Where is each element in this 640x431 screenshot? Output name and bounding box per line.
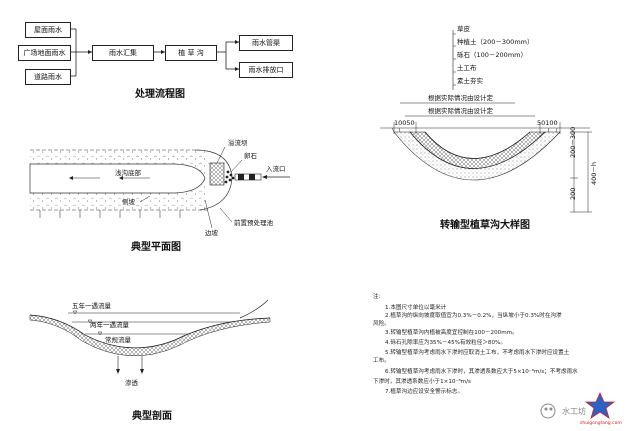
- flow-collect: 雨水汇集: [92, 45, 154, 61]
- flow-output-pipe: 雨水管渠: [239, 35, 293, 51]
- plan-label-riprap: 卵石: [244, 152, 257, 160]
- section-label-normal: 常规流量: [105, 336, 131, 344]
- detail-layer-planting-soil: 种植土（200－300mm）: [457, 38, 534, 46]
- plan-label-edge: 边坡: [205, 229, 218, 237]
- flow-swale: 植 草 沟: [165, 45, 217, 61]
- notes-line: 2.植草沟的纵向坡度取值宜为0.3%－0.2%，当纵坡小于0.3%时在沟渗: [385, 313, 562, 319]
- notes-line: 4.砾石孔隙率应为35%－45%有效粒径＞80%。: [385, 340, 506, 346]
- notes-line: 下渗时，其渗透系数应小于1×10⁻⁸m/s: [373, 379, 471, 385]
- detail-layer-compacted-soil: 素土夯实: [457, 77, 483, 85]
- detail-layer-geotextile: 土工布: [457, 64, 477, 72]
- detail-design-note-1: 根据实际情况由设计定: [428, 94, 493, 102]
- section-label-infiltration: 渗透: [125, 379, 138, 387]
- flow-source-road: 道路雨水: [25, 69, 71, 85]
- flow-source-plaza: 广场地面雨水: [18, 45, 71, 61]
- notes-line: 7.植草沟边应设安全警示标志。: [385, 389, 464, 395]
- detail-layer-grass: 草皮: [457, 25, 470, 33]
- flow-source-roof: 屋面雨水: [25, 22, 71, 38]
- notes-line: 1.本图尺寸单位以毫米计: [385, 305, 447, 311]
- flow-output-outlet: 雨水排放口: [239, 62, 293, 78]
- section-label-five-year: 五年一遇流量: [72, 302, 111, 310]
- watermark-url: shuigongfang.com: [580, 421, 622, 426]
- notes-line: 6.转输型植草沟考虑雨水下渗时，其渗透系数应大于5×10⁻⁶m/s；不考虑雨水: [385, 369, 578, 375]
- notes-heading: 注:: [373, 294, 381, 300]
- section-title: 典型剖面: [132, 411, 172, 422]
- watermark-text: 水工坊: [562, 407, 586, 416]
- detail-dim-right: 50100: [537, 119, 558, 127]
- plan-label-inflow: 入流口: [266, 165, 286, 173]
- notes-line: 3.转输型植草沟内植被高度宜控制在100－200mm。: [385, 330, 518, 336]
- plan-label-overflow-dam: 溢流坝: [228, 139, 248, 147]
- notes-line: 风险。: [373, 321, 390, 327]
- detail-dim-left: 10050: [394, 119, 415, 127]
- plan-label-pretreatment: 前置预处理池: [234, 219, 273, 227]
- detail-title: 转输型植草沟大样图: [440, 220, 530, 231]
- flow-title: 处理流程图: [135, 89, 185, 100]
- detail-design-note-2: 根据实际情况由设计定: [428, 107, 493, 115]
- plan-label-channel-bottom: 浅沟底部: [115, 169, 141, 177]
- notes-line: 工布。: [373, 358, 390, 364]
- plan-title: 典型平面图: [131, 242, 181, 253]
- notes-line: 5.转输型植草沟考虑雨水下渗时应取消土工布，不考虑雨水下渗时应设置土: [385, 350, 570, 356]
- detail-layer-gravel: 砾石（100－200mm）: [457, 51, 527, 59]
- section-label-two-year: 两年一遇流量: [90, 321, 129, 329]
- plan-label-slope: 侧坡: [122, 198, 135, 206]
